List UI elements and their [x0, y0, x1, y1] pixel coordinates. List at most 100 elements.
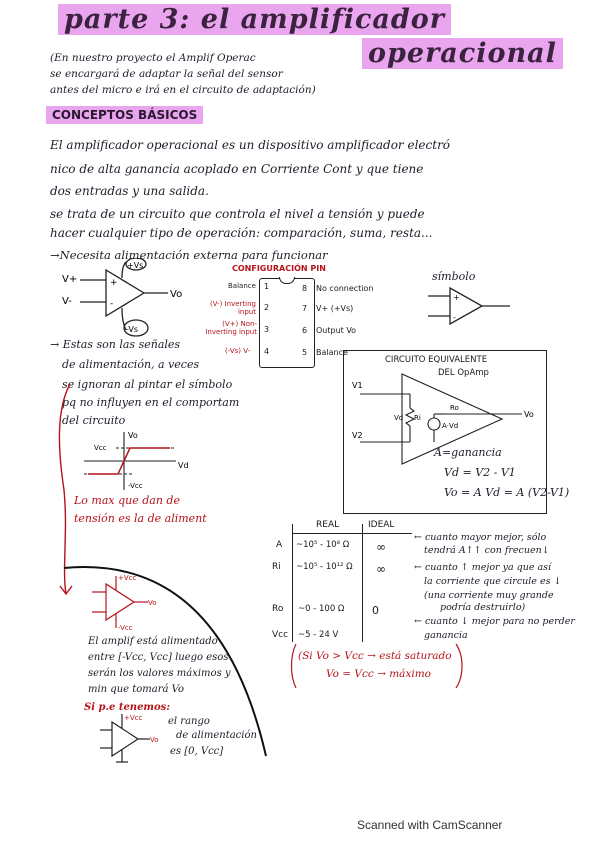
pin-num-left: 1 — [264, 282, 270, 291]
svg-text:+: + — [453, 293, 460, 302]
equivalent-circuit-box — [343, 350, 547, 514]
table-row: Ro ~0 - 100 Ω 0 — [268, 604, 408, 618]
definition-line: El amplificador operacional es un dispos… — [50, 138, 451, 152]
table-header-real: REAL — [316, 520, 340, 530]
table-cell-param: Ri — [272, 562, 281, 572]
symbol-vplus-label: V+ — [62, 274, 77, 285]
table-note: podría destruirlo) — [440, 602, 526, 613]
pin-num-left: 4 — [264, 347, 270, 356]
title-line-1: parte 3: el amplificador — [58, 4, 452, 35]
pin-config-chip — [259, 277, 315, 368]
table-cell-ideal: 0 — [372, 604, 379, 617]
transfer-note: Lo max que dan de — [74, 494, 180, 507]
example-text: el rango — [168, 716, 210, 727]
opamp-symbol: + - — [428, 286, 510, 326]
svg-text:-: - — [110, 299, 113, 309]
bottom-note: El amplif está alimentado — [88, 636, 218, 647]
table-note: ← cuanto mayor mejor, sólo — [414, 532, 547, 543]
example-heading: Si p.e tenemos: — [84, 702, 171, 713]
opamp-symbol-supply-bottom: +Vcc Vo — [92, 574, 157, 628]
table-cell-real: ~5 - 24 V — [298, 630, 339, 640]
pin-label-right: No connection — [316, 284, 374, 293]
table-cell-ideal: ∞ — [376, 562, 386, 576]
bottom-minus-vcc-label: -Vcc — [118, 624, 133, 632]
table-note: (una corriente muy grande — [424, 590, 554, 601]
table-note: ← cuanto ↑ mejor ya que así — [414, 562, 552, 573]
pin-num-right: 5 — [302, 348, 308, 357]
pin-config-heading: CONFIGURACIÓN PIN — [232, 264, 326, 273]
pin-label-left: (V+) Non-Inverting input — [205, 320, 257, 336]
definition-line: dos entradas y una salida. — [50, 184, 209, 198]
pin-num-right: 7 — [302, 304, 308, 313]
intro-line: (En nuestro proyecto el Amplif Operac — [50, 52, 256, 64]
symbol-minus-vs-label: -Vs — [126, 325, 138, 334]
equiv-vo-label: Vo — [524, 410, 534, 419]
pin-label-left: Balance — [228, 282, 256, 290]
table-note: ganancia — [424, 630, 468, 641]
bottom-note: min que tomará Vo — [88, 684, 184, 695]
equiv-v2-label: V2 — [352, 431, 363, 440]
example-vo-label: Vo — [150, 736, 159, 744]
opamp-symbol-example: +Vcc Vo — [100, 714, 159, 763]
max-condition: Vo = Vcc → máximo — [326, 668, 432, 680]
equiv-ro-label: Ro — [450, 404, 459, 412]
table-cell-real: ~10⁵ - 10⁸ Ω — [296, 540, 350, 550]
transfer-note: tensión es la de aliment — [74, 512, 207, 525]
power-note: →Necesita alimentación externa para func… — [50, 248, 328, 262]
table-header-rule — [292, 533, 412, 534]
definition-line: hacer cualquier tipo de operación: compa… — [50, 226, 433, 240]
equiv-note: Vo = A Vd = A (V2-V1) — [444, 486, 570, 499]
equiv-avd-label: A·Vd — [442, 422, 458, 430]
signals-note-line: se ignoran al pintar el símbolo — [62, 378, 233, 391]
table-note: ← cuanto ↓ mejor para no perder — [414, 616, 575, 627]
table-note: la corriente que circule es ↓ — [424, 576, 562, 587]
transfer-characteristic: Vo Vd Vcc -Vcc — [84, 431, 189, 490]
title-line-2: operacional — [362, 38, 563, 69]
condition-brackets — [290, 643, 463, 689]
definition-line: nico de alta ganancia acoplado en Corrie… — [50, 162, 424, 176]
signals-note-line: → Estas son las señales — [50, 338, 181, 351]
signals-note-line: del circuito — [62, 414, 126, 427]
example-text: de alimentación — [176, 730, 257, 741]
table-note: tendrá A↑↑ con frecuen↓ — [424, 545, 550, 556]
table-cell-ideal: ∞ — [376, 540, 386, 554]
scanner-watermark: Scanned with CamScanner — [357, 818, 503, 832]
saturation-condition: (Si Vo > Vcc → está saturado — [298, 650, 452, 662]
curved-divider — [63, 566, 267, 757]
equiv-note: A=ganancia — [434, 446, 502, 459]
pin-label-left: (V-) Inverting input — [210, 300, 256, 316]
table-cell-param: Vcc — [272, 630, 289, 640]
equivalent-circuit-heading-2: DEL OpAmp — [438, 368, 489, 378]
equivalent-circuit-heading: CIRCUITO EQUIVALENTE — [385, 355, 488, 365]
transfer-vd-label: Vd — [178, 461, 189, 470]
table-cell-real: ~10⁵ - 10¹² Ω — [296, 562, 353, 572]
symbol-vo-label: Vo — [170, 289, 182, 300]
svg-text:+: + — [110, 278, 118, 288]
definition-line: se trata de un circuito que controla el … — [50, 207, 425, 221]
bottom-vo-label: Vo — [148, 599, 157, 607]
section-heading: CONCEPTOS BÁSICOS — [46, 106, 204, 124]
table-cell-param: Ro — [272, 604, 284, 614]
table-row: A ~10⁵ - 10⁸ Ω ∞ — [268, 540, 408, 554]
table-header-ideal: IDEAL — [368, 520, 395, 530]
chip-notch — [279, 277, 295, 284]
table-col-rule — [362, 524, 363, 642]
example-text: es [0, Vcc] — [170, 746, 224, 757]
table-cell-param: A — [276, 540, 283, 550]
pin-num-left: 3 — [264, 325, 270, 334]
pin-num-right: 8 — [302, 284, 308, 293]
pin-num-left: 2 — [264, 303, 270, 312]
symbol-vminus-label: V- — [62, 296, 72, 307]
signals-note-line: de alimentación, a veces — [62, 358, 200, 371]
page-title: parte 3: el amplificador — [58, 4, 452, 35]
transfer-vo-label: Vo — [128, 431, 138, 440]
section-heading-text: CONCEPTOS BÁSICOS — [52, 108, 198, 122]
pin-num-right: 6 — [302, 326, 308, 335]
table-row: Ri ~10⁵ - 10¹² Ω ∞ — [268, 562, 408, 576]
pin-label-left: (-Vs) V- — [225, 347, 251, 355]
pin-label-right: Output Vo — [316, 326, 357, 335]
table-col-rule — [292, 524, 293, 642]
table-row: Vcc ~5 - 24 V — [268, 630, 408, 644]
signals-note-line: pq no influyen en el comportam — [62, 396, 240, 409]
opamp-symbol-with-supply: + - V+ V- Vo +Vs -Vs — [62, 258, 182, 337]
